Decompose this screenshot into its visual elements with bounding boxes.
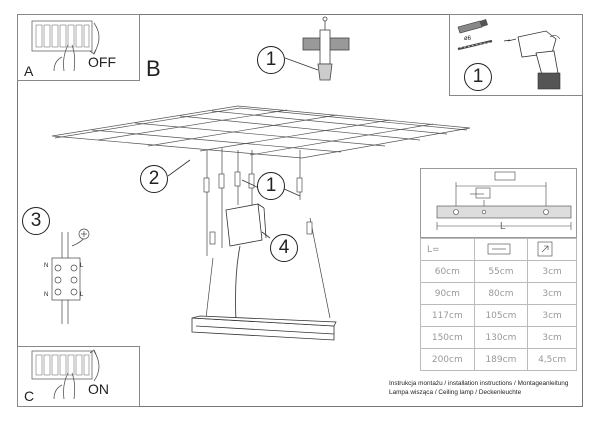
table-row: 90cm 80cm 3cm bbox=[420, 282, 577, 305]
terminal-label-l-top: L bbox=[80, 263, 84, 269]
table-row: 117cm 105cm 3cm bbox=[420, 304, 577, 327]
callout-4-canopy: 4 bbox=[270, 234, 298, 262]
drill-box: ø6 1 bbox=[449, 14, 583, 96]
caption-line-1: Instrukcja montażu / installation instru… bbox=[389, 380, 569, 387]
table-cell: 60cm bbox=[420, 260, 475, 283]
wiring-terminal-block bbox=[51, 228, 90, 324]
step-a-box: A OFF bbox=[17, 14, 140, 81]
drill-size: ø6 bbox=[464, 36, 472, 42]
step-a-letter: A bbox=[24, 63, 34, 79]
caption: Instrukcja montażu / installation instru… bbox=[389, 380, 568, 397]
table-cell: 105cm bbox=[473, 304, 529, 327]
table-row: 60cm 55cm 3cm bbox=[420, 260, 577, 283]
callout-1-gripper: 1 bbox=[257, 172, 285, 200]
canopy-box bbox=[225, 203, 267, 247]
switch-off-illustration bbox=[31, 20, 100, 72]
length-label: L bbox=[500, 221, 506, 232]
table-header-length: L= bbox=[420, 238, 475, 261]
ceiling-grid bbox=[51, 105, 471, 159]
table-header-adjust-icon bbox=[527, 238, 577, 261]
step-c-letter: C bbox=[24, 388, 35, 404]
terminal-label-l-bottom: L bbox=[80, 292, 84, 298]
size-table: L= 60cm 55cm 3cm 90cm 80cm 3cm 117cm 105… bbox=[420, 238, 577, 371]
table-cell: 3cm bbox=[527, 282, 577, 305]
dimension-drawing bbox=[436, 171, 572, 230]
lamp-bar bbox=[191, 315, 337, 341]
switch-on-illustration bbox=[31, 349, 100, 400]
table-row: 200cm 189cm 4,5cm bbox=[420, 348, 577, 371]
step-c-box: C ON bbox=[17, 346, 140, 407]
step-a-state: OFF bbox=[88, 54, 116, 70]
ceiling-hook bbox=[302, 16, 350, 81]
table-cell: 3cm bbox=[527, 260, 577, 283]
cable-grippers bbox=[203, 171, 313, 245]
table-cell: 3cm bbox=[527, 326, 577, 349]
table-cell: 80cm bbox=[473, 282, 529, 305]
table-cell: 200cm bbox=[420, 348, 475, 371]
step-b-letter: B bbox=[146, 56, 161, 81]
table-cell: 150cm bbox=[420, 326, 475, 349]
table-cell: 55cm bbox=[473, 260, 529, 283]
table-row: 150cm 130cm 3cm bbox=[420, 326, 577, 349]
table-header-row: L= bbox=[420, 238, 577, 261]
terminal-label-n-top: N bbox=[44, 263, 49, 269]
table-header-cable-icon bbox=[473, 238, 529, 261]
callout-1-hook: 1 bbox=[257, 46, 285, 74]
table-cell: 117cm bbox=[420, 304, 475, 327]
instruction-frame bbox=[17, 14, 583, 407]
table-cell: 130cm bbox=[473, 326, 529, 349]
step-c-state: ON bbox=[88, 381, 109, 397]
caption-line-2: Lampa wisząca / Ceiling lamp / Deckenleu… bbox=[389, 388, 522, 396]
table-cell: 189cm bbox=[473, 348, 529, 371]
terminal-label-n-bottom: N bbox=[44, 292, 49, 298]
table-cell: 4,5cm bbox=[527, 348, 577, 371]
callout-1-drill: 1 bbox=[464, 63, 492, 91]
table-cell: 90cm bbox=[420, 282, 475, 305]
dimension-box bbox=[420, 168, 577, 238]
drill-illustration bbox=[457, 19, 561, 90]
table-cell: 3cm bbox=[527, 304, 577, 327]
callout-2-grid: 2 bbox=[140, 165, 168, 193]
callout-3-wiring: 3 bbox=[22, 207, 50, 235]
